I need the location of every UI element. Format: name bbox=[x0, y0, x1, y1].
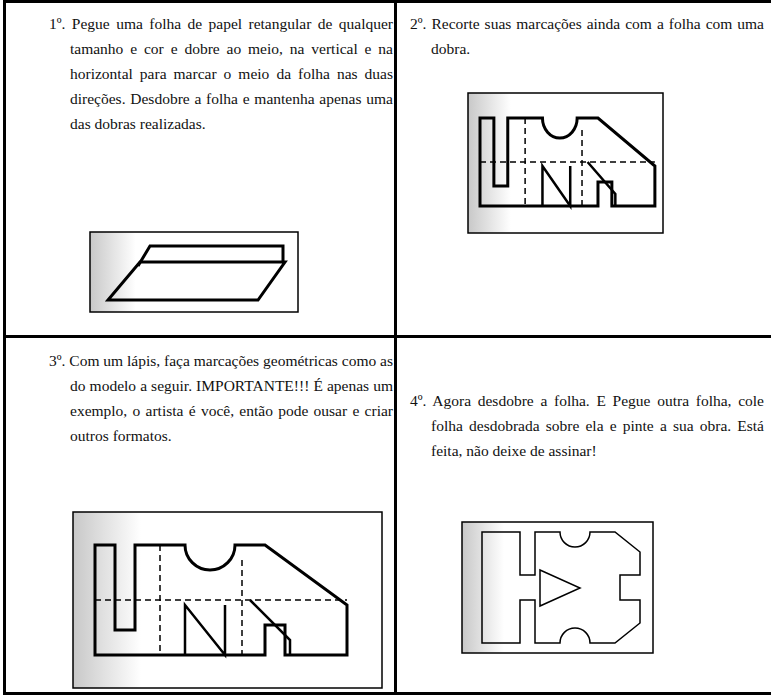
cut-sheet-picture bbox=[468, 93, 663, 233]
instruction-text: 2º. Recorte suas marcações ainda com a f… bbox=[410, 11, 764, 61]
instruction-panel: 1º. Pegue uma folha de papel retangular … bbox=[3, 0, 397, 338]
marked-sheet-picture bbox=[73, 512, 382, 688]
instruction-text: 4º. Agora desdobre a folha. E Pegue outr… bbox=[410, 388, 764, 463]
instruction-panel: 3º. Com um lápis, faça marcações geométr… bbox=[3, 335, 397, 695]
instruction-text: 3º. Com um lápis, faça marcações geométr… bbox=[49, 348, 393, 448]
instruction-panel: 2º. Recorte suas marcações ainda com a f… bbox=[394, 0, 771, 338]
unfolded-artwork-picture bbox=[462, 522, 653, 653]
folded-sheet-picture bbox=[90, 232, 298, 312]
instruction-text: 1º. Pegue uma folha de papel retangular … bbox=[49, 11, 393, 136]
instruction-panel: 4º. Agora desdobre a folha. E Pegue outr… bbox=[394, 335, 771, 695]
